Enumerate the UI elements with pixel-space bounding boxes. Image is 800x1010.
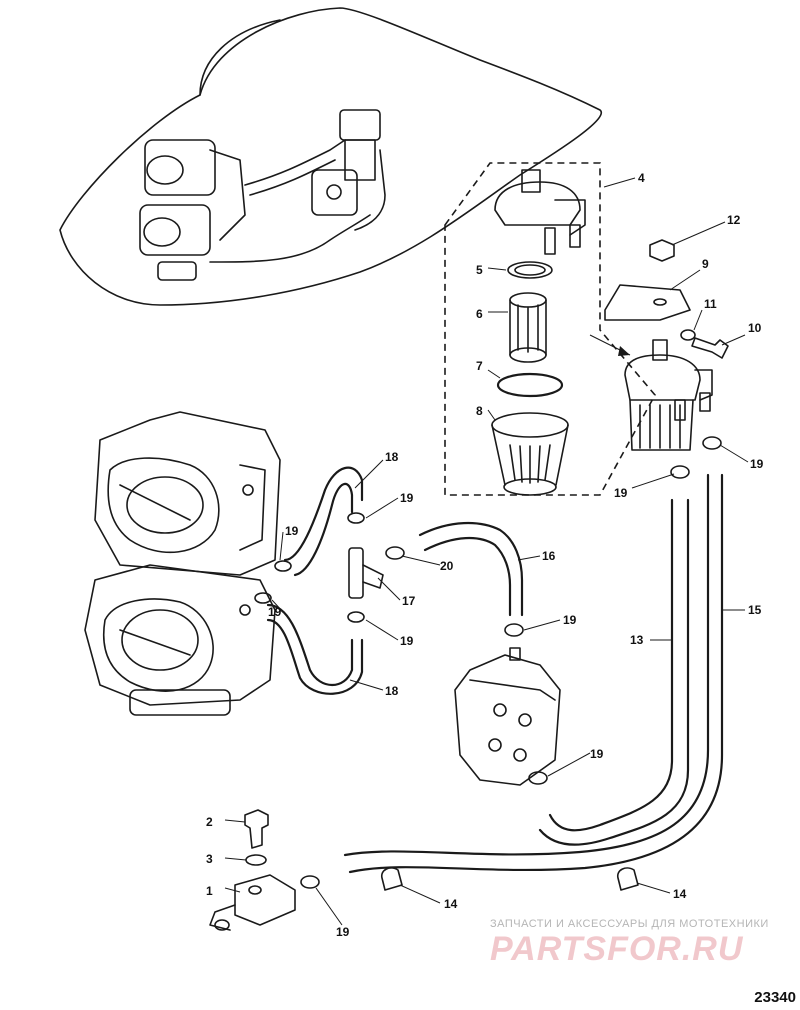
t-fitting [348,547,384,599]
callout-3: 3 [206,852,213,866]
hose-inlet-to-filter [343,473,724,874]
callout-8: 8 [476,404,483,418]
filter-exploded-view-frame [444,162,656,496]
callout-2: 2 [206,815,213,829]
callout-4: 4 [638,171,645,185]
filter-bowl [491,412,569,496]
spring-clamps [254,436,722,889]
callout-19c: 19 [268,605,282,619]
callout-11: 11 [704,297,717,311]
callout-14a: 14 [444,897,458,911]
engine-overview-inset [59,7,603,306]
fuel-inlet-connector [209,874,296,931]
filter-o-ring [496,372,564,398]
callout-9: 9 [702,257,709,271]
hose-clamp-right [616,867,639,891]
fuel-pump [454,647,561,786]
filter-cover [494,169,586,255]
callout-19h: 19 [614,486,628,500]
callout-14b: 14 [673,887,687,901]
callout-1: 1 [206,884,213,898]
hose-filter-to-pump [538,498,690,846]
leader-lines [224,177,749,926]
callout-19d: 19 [400,634,414,648]
callout-15: 15 [748,603,762,617]
carburetor-upper [94,411,281,576]
hose-fitting-to-pump [418,522,524,617]
hose-carburetor-lower [266,603,364,695]
callout-18b: 18 [385,684,399,698]
callout-numbers: 1 2 3 4 5 6 7 8 9 10 11 12 13 14 14 15 1… [206,171,764,939]
watermark-brand: PARTSFOR.RU [490,930,744,968]
figure-number: 23340 [754,989,796,1006]
callout-5: 5 [476,263,483,277]
callout-19i: 19 [750,457,764,471]
lock-washer [680,329,696,341]
fitting-bolt [244,809,269,849]
filter-bracket [604,284,691,321]
callout-19b: 19 [285,524,299,538]
filter-bolt [691,337,729,359]
watermark-caption: ЗАПЧАСТИ И АКСЕССУАРЫ ДЛЯ МОТОТЕХНИКИ [490,918,769,930]
callout-18a: 18 [385,450,399,464]
carburetor-lower [84,564,276,716]
callout-19a: 19 [400,491,414,505]
callout-20: 20 [440,559,454,573]
callout-6: 6 [476,307,483,321]
hose-carburetor-upper [283,466,364,577]
filter-gasket [507,261,553,279]
callout-17: 17 [402,594,416,608]
callout-16: 16 [542,549,556,563]
callout-12: 12 [727,213,741,227]
callout-19e: 19 [563,613,577,627]
filter-element [509,292,547,363]
callout-13: 13 [630,633,644,647]
fitting-washer [245,854,267,866]
fuel-filter-assembly [624,339,713,451]
callout-10: 10 [748,321,762,335]
callout-19g: 19 [336,925,350,939]
hose-clamp-left [380,867,403,891]
callout-7: 7 [476,359,483,373]
nut [649,239,675,262]
callout-19f: 19 [590,747,604,761]
